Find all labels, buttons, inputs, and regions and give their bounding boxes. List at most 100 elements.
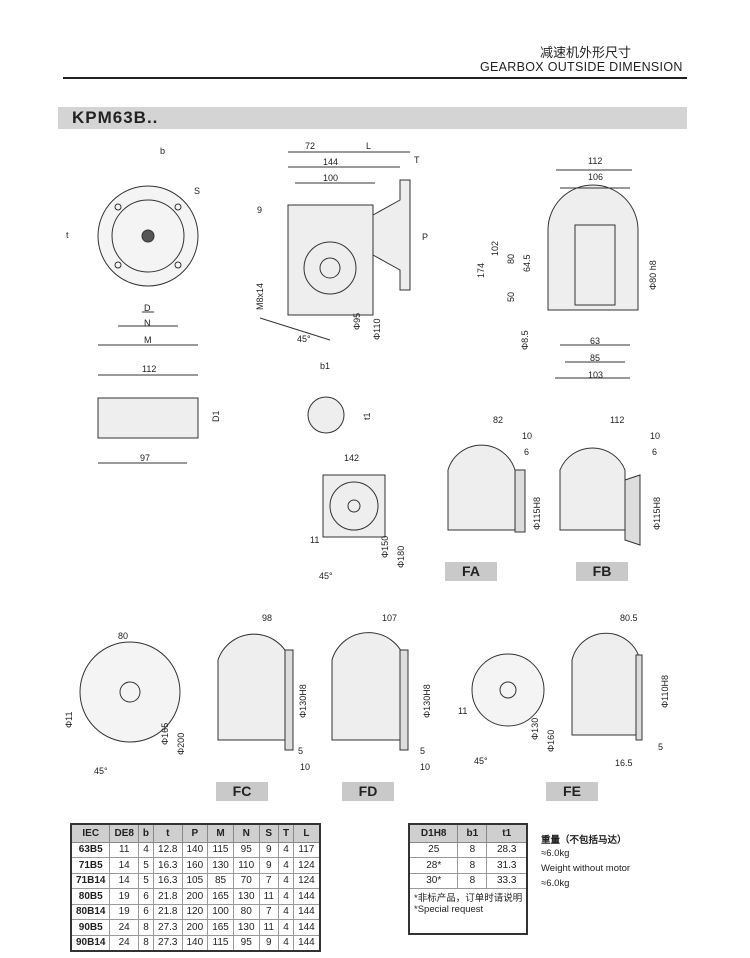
dim-50: 50 <box>506 291 516 302</box>
table-cell: 80B14 <box>70 903 111 920</box>
dim-63: 63 <box>590 336 601 346</box>
table-cell: 4 <box>277 857 295 874</box>
table-cell: 8 <box>137 919 155 936</box>
table-cell: 63B5 <box>70 841 111 858</box>
table-cell: 105 <box>181 872 209 889</box>
table-cell: 80 <box>232 903 260 920</box>
dim-fd-107: 107 <box>382 613 398 623</box>
table-cell: 19 <box>109 903 139 920</box>
table-cell: 4 <box>137 841 155 858</box>
dim-phi8-5: Φ8.5 <box>520 330 530 350</box>
table-cell: 140 <box>181 934 209 951</box>
shaft-view <box>97 374 199 464</box>
end-view <box>547 169 639 379</box>
dim-t1: t1 <box>362 412 372 420</box>
fc-view <box>217 633 294 751</box>
table-cell: 28.3 <box>486 841 528 858</box>
table-cell: 120 <box>181 903 209 920</box>
fd-view <box>331 632 409 751</box>
dim-174: 174 <box>476 262 486 278</box>
dim-72: 72 <box>305 141 316 151</box>
header-title-en: GEARBOX OUTSIDE DIMENSION <box>480 60 683 74</box>
table-cell: 8 <box>457 841 488 858</box>
dim-fe-phi: Φ110H8 <box>660 674 670 708</box>
table-cell: 6 <box>137 903 155 920</box>
table-cell: 200 <box>181 919 209 936</box>
table-cell: 140 <box>181 841 209 858</box>
dim-142: 142 <box>344 453 360 463</box>
table-cell: 8 <box>457 857 488 874</box>
fb-label: FB <box>576 562 628 581</box>
table-cell: 27.3 <box>153 919 183 936</box>
fe-flange <box>471 653 545 727</box>
table-cell: 130 <box>207 857 234 874</box>
table-cell: 11 <box>258 888 279 905</box>
table-cell: 130 <box>232 888 260 905</box>
dim-64-5: 64.5 <box>522 254 532 272</box>
table-cell: 4 <box>277 888 295 905</box>
dim-t: t <box>66 230 69 240</box>
table-cell: 165 <box>207 919 234 936</box>
dim-85: 85 <box>590 353 601 363</box>
dim-fe-45: 45° <box>474 756 488 766</box>
dim-fd-5: 5 <box>420 746 426 756</box>
table-cell: 160 <box>181 857 209 874</box>
model-band <box>58 107 687 129</box>
dim-m: M <box>144 335 152 345</box>
table-cell: 11 <box>109 841 139 858</box>
dim-d: D <box>144 303 151 313</box>
weight-label-en: Weight without motor <box>541 863 631 874</box>
table-cell: 5 <box>137 857 155 874</box>
column-header: P <box>181 823 209 843</box>
table-cell: 4 <box>277 919 295 936</box>
dim-fc-phi: Φ130H8 <box>298 684 308 718</box>
column-header: b1 <box>457 823 488 843</box>
fc-flange <box>79 641 181 743</box>
table-cell: 14 <box>109 872 139 889</box>
dim-d1: D1 <box>211 410 221 422</box>
dim-45: 45° <box>297 334 311 344</box>
table-cell: 4 <box>277 903 295 920</box>
table-cell: 124 <box>293 857 321 874</box>
fa-view <box>447 444 526 533</box>
dim-phi80h8: Φ80 h8 <box>648 260 658 290</box>
side-view <box>259 151 411 341</box>
note-en: *Special request <box>414 904 484 915</box>
dim-fa-82: 82 <box>493 415 504 425</box>
dim-11: 11 <box>310 535 320 545</box>
front-flange-view <box>97 185 199 346</box>
table-cell: 9 <box>258 857 279 874</box>
dim-phi150: Φ150 <box>380 535 390 558</box>
header-rule <box>63 77 687 79</box>
dim-l: L <box>366 141 372 151</box>
column-header: L <box>293 823 321 843</box>
table-cell: 144 <box>293 919 321 936</box>
table-cell: 5 <box>137 872 155 889</box>
table-cell: 6 <box>137 888 155 905</box>
dim-t-side: T <box>414 155 420 165</box>
dim-m8x14: M8x14 <box>255 282 265 310</box>
dim-97: 97 <box>140 453 151 463</box>
dim-fc-45: 45° <box>94 766 108 776</box>
dim-phi180: Φ180 <box>396 545 406 568</box>
dim-fc-80: 80 <box>118 631 129 641</box>
dim-fb-112: 112 <box>610 415 625 425</box>
header-title-cn: 减速机外形尺寸 <box>540 45 632 60</box>
table-cell: 16.3 <box>153 872 183 889</box>
dim-shaft-112: 112 <box>142 364 157 374</box>
table-cell: 31.3 <box>486 857 528 874</box>
dim-80: 80 <box>506 253 516 264</box>
table-cell: 33.3 <box>486 872 528 889</box>
column-header: DE8 <box>109 823 139 843</box>
table-cell: 124 <box>293 872 321 889</box>
